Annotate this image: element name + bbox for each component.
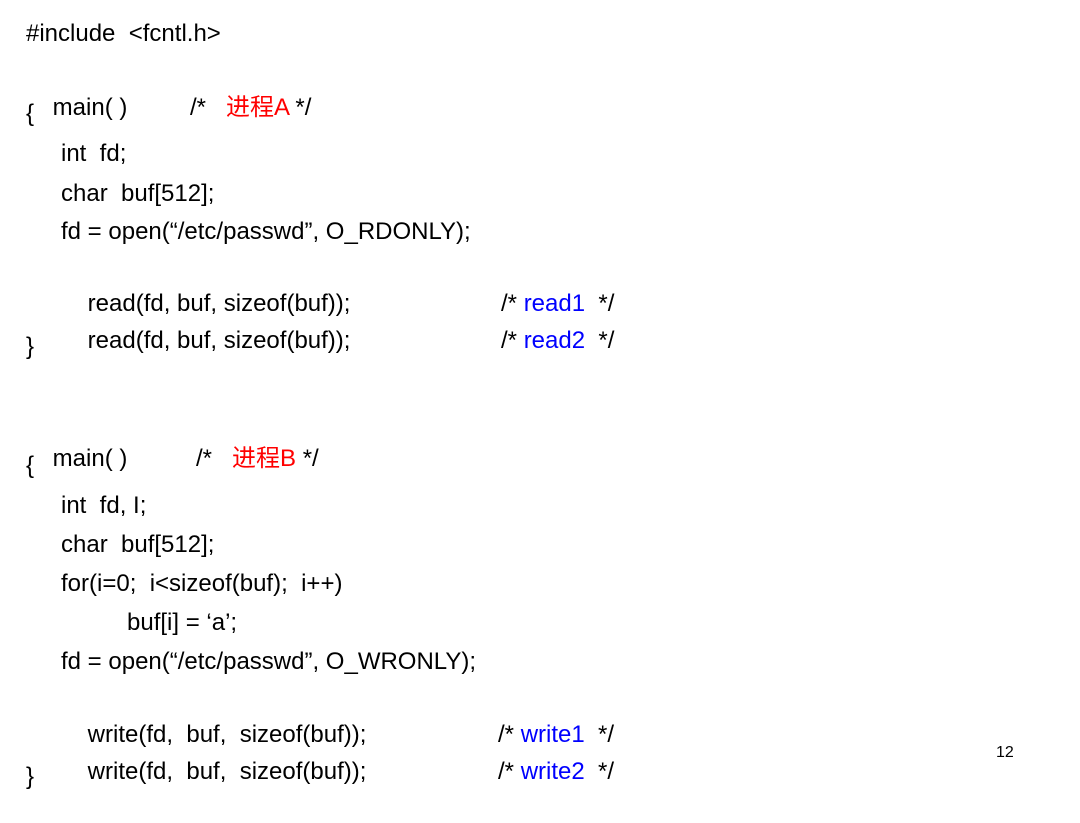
comment-close: */ (296, 445, 319, 472)
write2-label: write2 (520, 758, 585, 785)
process-a-comment: /* 进程A */ (190, 91, 311, 125)
brace-close-a: } (26, 333, 35, 360)
read1-line: read(fd, buf, sizeof(buf)); /* read1 */ (61, 253, 615, 317)
write2-line: write(fd, buf, sizeof(buf)); /* write2 */ (61, 721, 614, 785)
open-call-b: fd = open(“/etc/passwd”, O_WRONLY); (61, 648, 477, 675)
brace-close-b: } (26, 763, 35, 790)
decl-buf-a: char buf[512]; (61, 180, 215, 207)
comment-close: */ (584, 758, 615, 785)
write1-call: write(fd, buf, sizeof(buf)); (87, 721, 367, 748)
read1-label: read1 (523, 290, 586, 317)
read2-label: read2 (523, 327, 586, 354)
comment-close: */ (585, 327, 615, 354)
main-b-signature: main( ) (52, 445, 128, 472)
read2-line: read(fd, buf, sizeof(buf)); /* read2 */ (61, 290, 615, 354)
main-a-line: main( ) /* 进程A */ (26, 57, 312, 121)
main-a-signature: main( ) (52, 94, 128, 121)
read1-call: read(fd, buf, sizeof(buf)); (87, 290, 351, 317)
process-a-label: 进程A (226, 94, 289, 121)
write1-label: write1 (520, 721, 585, 748)
comment-open: /* (498, 758, 521, 785)
read2-comment: /* read2 */ (501, 324, 614, 358)
comment-close: */ (584, 721, 615, 748)
brace-open-a: { (26, 100, 35, 127)
comment-open: /* (498, 721, 521, 748)
comment-open: /* (501, 290, 524, 317)
write2-comment: /* write2 */ (498, 755, 614, 789)
page-number: 12 (996, 744, 1014, 761)
write1-comment: /* write1 */ (498, 718, 614, 752)
comment-open: /* (501, 327, 524, 354)
assign-line: buf[i] = ‘a’; (127, 609, 238, 636)
comment-open: /* (190, 94, 207, 121)
write2-call: write(fd, buf, sizeof(buf)); (87, 758, 367, 785)
for-loop-line: for(i=0; i<sizeof(buf); i++) (61, 570, 343, 597)
comment-close: */ (288, 94, 312, 121)
decl-fd-b: int fd, I; (61, 492, 147, 519)
decl-buf-b: char buf[512]; (61, 531, 215, 558)
write1-line: write(fd, buf, sizeof(buf)); /* write1 */ (61, 684, 614, 748)
read1-comment: /* read1 */ (501, 287, 614, 321)
read2-call: read(fd, buf, sizeof(buf)); (87, 327, 351, 354)
open-call-a: fd = open(“/etc/passwd”, O_RDONLY); (61, 218, 471, 245)
include-line: #include <fcntl.h> (26, 20, 221, 47)
brace-open-b: { (26, 452, 35, 479)
comment-close: */ (585, 290, 615, 317)
process-b-label: 进程B (232, 445, 297, 472)
main-b-line: main( ) /* 进程B */ (26, 408, 319, 472)
comment-open: /* (196, 445, 213, 472)
process-b-comment: /* 进程B */ (196, 442, 319, 476)
decl-fd-a: int fd; (61, 140, 127, 167)
